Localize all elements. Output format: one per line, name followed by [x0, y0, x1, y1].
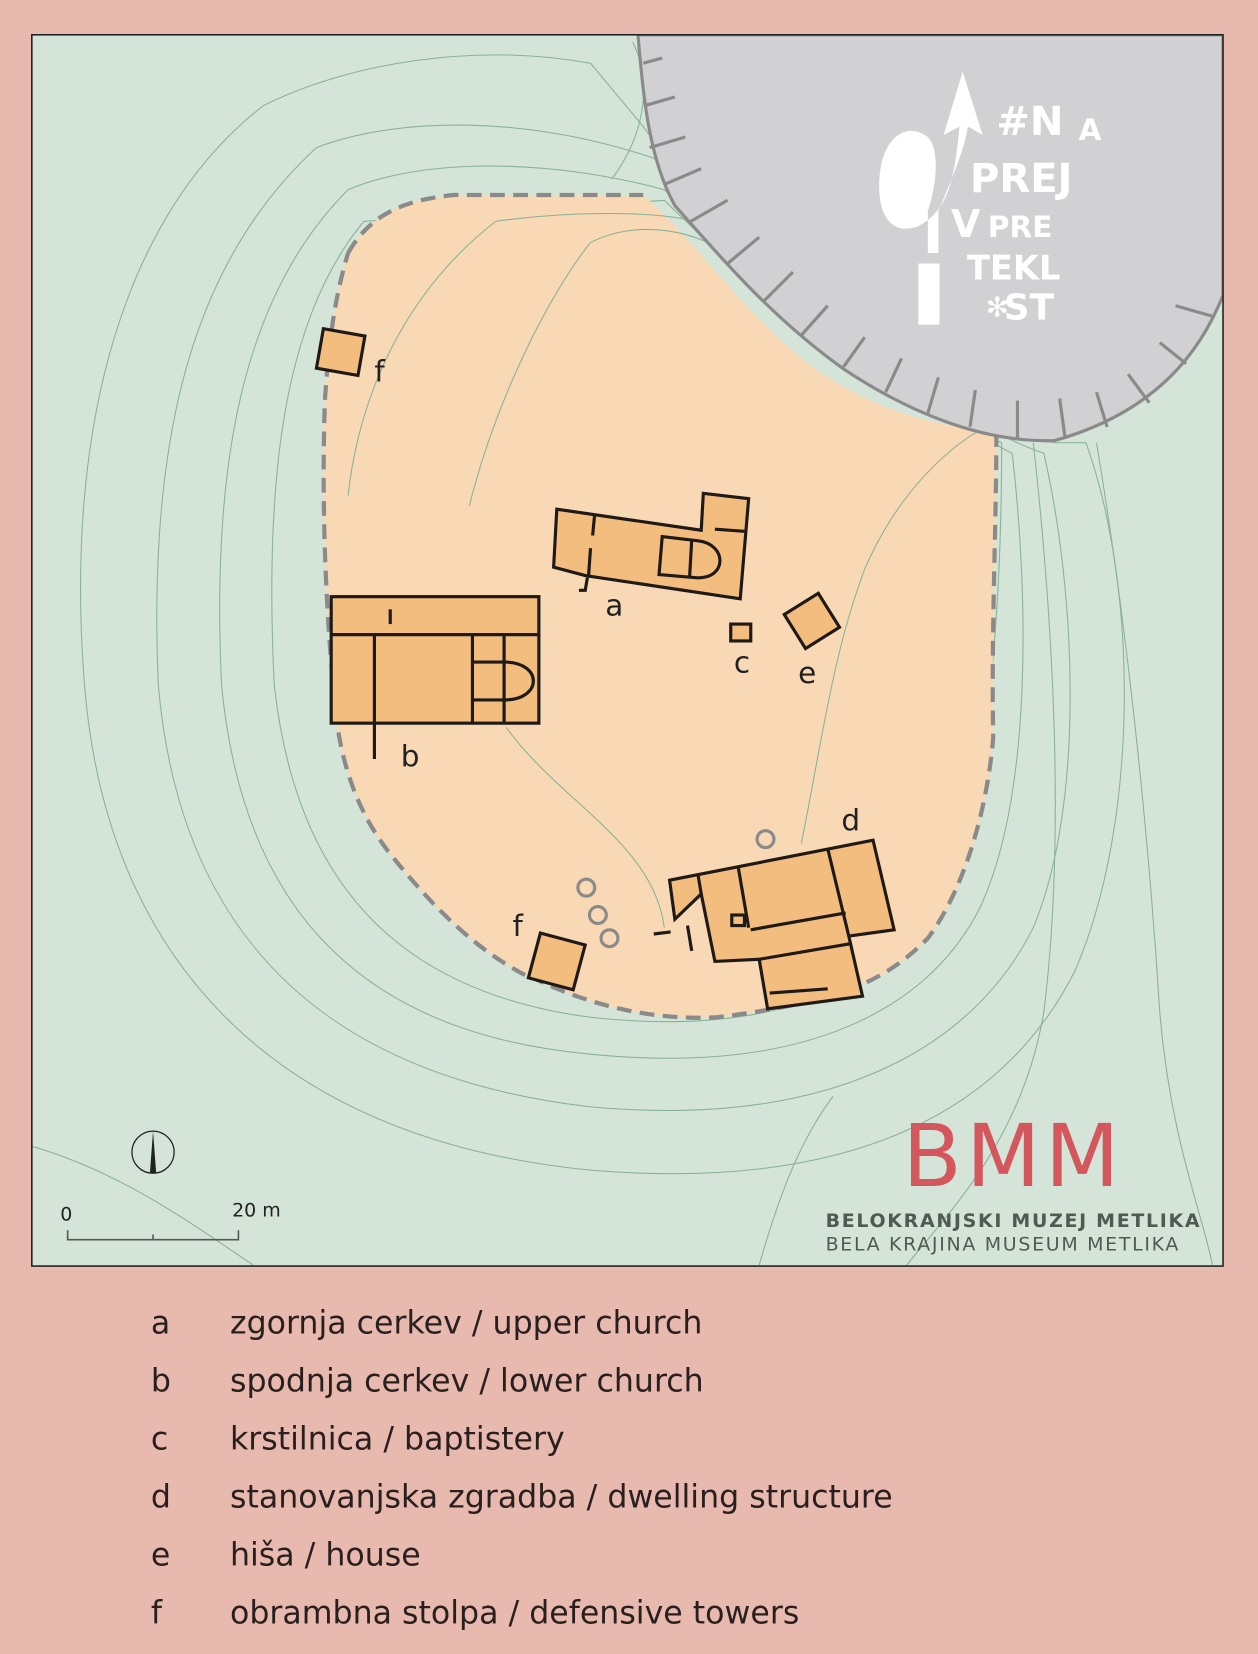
snowflake-icon: ✻	[986, 292, 1009, 323]
building-e	[782, 591, 842, 651]
svg-text:spodnja cerkev / lower church: spodnja cerkev / lower church	[230, 1364, 704, 1400]
label-f-south: f	[513, 909, 524, 943]
svg-text:PRE: PRE	[988, 210, 1053, 244]
building-d	[653, 838, 897, 1011]
museum-name-en: BELA KRAJINA MUSEUM METLIKA	[826, 1233, 1180, 1255]
north-arrow-icon	[131, 1130, 175, 1174]
hill-hachures	[642, 56, 1213, 438]
site-area	[323, 195, 997, 1018]
label-e: e	[798, 656, 816, 690]
post-holes	[576, 829, 776, 949]
label-f-north: f	[374, 355, 385, 389]
svg-text:b: b	[151, 1364, 171, 1400]
svg-text:TEKL: TEKL	[967, 248, 1061, 287]
svg-text:#N: #N	[996, 99, 1063, 145]
tower-f-south	[526, 931, 588, 992]
svg-text:stanovanjska zgradba / dwellin: stanovanjska zgradba / dwelling structur…	[230, 1479, 893, 1515]
tower-f-north	[314, 326, 367, 378]
svg-text:a: a	[151, 1306, 170, 1342]
museum-name-sl: BELOKRANJSKI MUZEJ METLIKA	[826, 1210, 1202, 1232]
svg-text:c: c	[151, 1421, 168, 1457]
scale-start-label: 0	[60, 1204, 72, 1226]
site-contours	[31, 41, 1214, 1266]
svg-text:f: f	[151, 1595, 163, 1631]
svg-text:hiša / house: hiša / house	[230, 1537, 421, 1573]
svg-text:V: V	[951, 202, 981, 246]
label-a: a	[605, 589, 623, 623]
building-a	[551, 491, 751, 601]
svg-text:zgornja cerkev / upper church: zgornja cerkev / upper church	[230, 1306, 702, 1342]
svg-text:krstilnica / baptistery: krstilnica / baptistery	[230, 1421, 565, 1457]
svg-text:ST: ST	[1004, 287, 1055, 328]
campaign-logo: #N A PREJ V PRE TEKL ST ✻	[879, 71, 1102, 328]
svg-text:PREJ: PREJ	[970, 156, 1072, 202]
label-c: c	[734, 646, 750, 680]
map-frame	[31, 33, 1224, 1267]
building-b	[329, 595, 541, 760]
scale-end-label: 20 m	[232, 1200, 281, 1222]
svg-text:A: A	[1079, 113, 1102, 147]
building-c	[729, 622, 753, 643]
museum-logo: BMM	[903, 1107, 1124, 1207]
legend: a zgornja cerkev / upper church b spodnj…	[151, 1306, 893, 1632]
label-b: b	[401, 739, 420, 773]
scale-bar	[66, 1230, 240, 1241]
svg-text:obrambna stolpa / defensive to: obrambna stolpa / defensive towers	[230, 1595, 799, 1631]
svg-text:e: e	[151, 1537, 170, 1573]
label-d: d	[841, 804, 860, 838]
svg-text:d: d	[151, 1479, 171, 1515]
